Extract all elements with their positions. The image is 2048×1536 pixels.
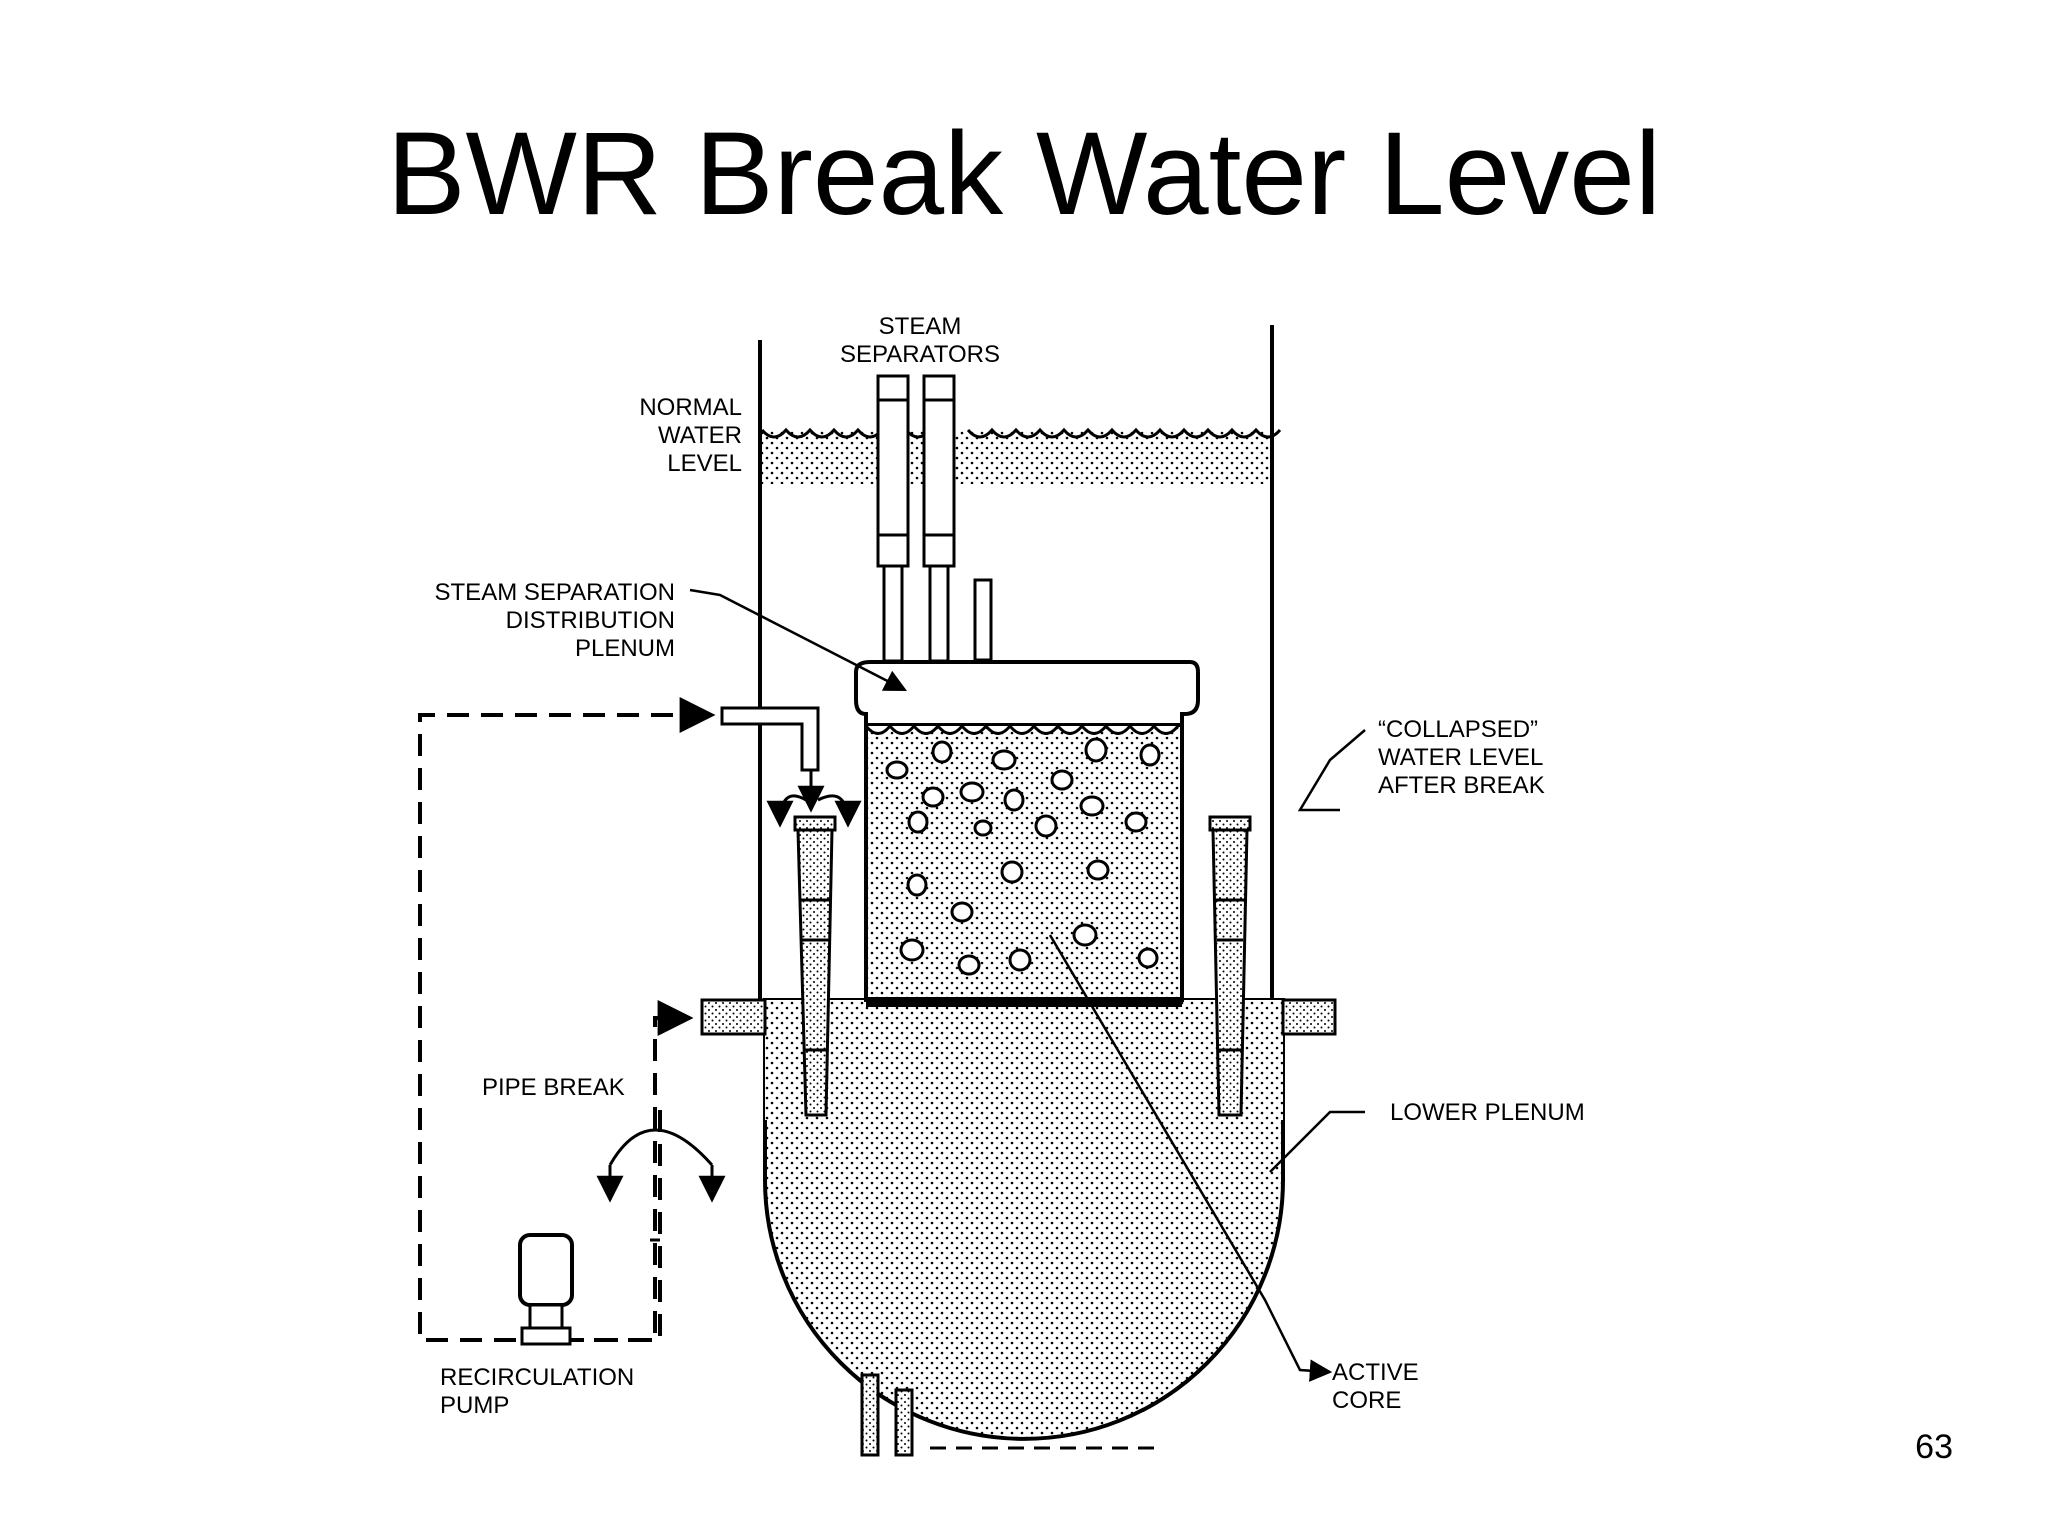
svg-text:WATER LEVEL: WATER LEVEL xyxy=(1378,744,1543,771)
svg-text:ACTIVE: ACTIVE xyxy=(1332,1359,1419,1386)
recirc-loop-dashed xyxy=(418,697,716,1342)
page-number: 63 xyxy=(1915,1428,1953,1466)
svg-text:LEVEL: LEVEL xyxy=(667,450,742,477)
steam-bubbles xyxy=(885,737,1161,976)
label-steam-separators: STEAM SEPARATORS xyxy=(840,313,1000,368)
svg-text:NORMAL: NORMAL xyxy=(639,394,742,421)
jet-pump-left xyxy=(793,815,837,1117)
svg-text:“COLLAPSED”: “COLLAPSED” xyxy=(1378,716,1538,743)
steam-separation-plenum xyxy=(854,660,1200,727)
steam-separators xyxy=(876,374,993,663)
svg-text:STEAM: STEAM xyxy=(879,313,962,340)
recirculation-pump xyxy=(518,1233,574,1346)
svg-text:PIPE BREAK: PIPE BREAK xyxy=(482,1074,625,1101)
recirc-outlet-dashed xyxy=(560,1000,694,1342)
svg-text:PLENUM: PLENUM xyxy=(575,635,675,662)
svg-text:PUMP: PUMP xyxy=(440,1392,509,1419)
label-active-core: ACTIVE CORE xyxy=(1332,1359,1419,1414)
svg-text:DISTRIBUTION: DISTRIBUTION xyxy=(506,607,675,634)
bottom-drain-nozzles xyxy=(860,1373,914,1457)
jet-pump-right xyxy=(1208,815,1252,1117)
core-plate xyxy=(866,997,1182,1007)
svg-text:CORE: CORE xyxy=(1332,1387,1401,1414)
svg-text:AFTER BREAK: AFTER BREAK xyxy=(1378,772,1545,799)
label-normal-water-level: NORMAL WATER LEVEL xyxy=(639,394,742,477)
inlet-flow-arrow-left xyxy=(766,794,807,828)
inlet-flow-arrow-right xyxy=(817,794,862,828)
label-lower-plenum: LOWER PLENUM xyxy=(1390,1099,1585,1126)
vessel-flange-right xyxy=(1281,998,1337,1036)
collapsed-level-waves xyxy=(864,723,1180,735)
svg-text:WATER: WATER xyxy=(658,422,742,449)
pipe-break-arc xyxy=(608,1128,714,1166)
vessel-flange-left xyxy=(700,998,767,1036)
label-pipe-break: PIPE BREAK xyxy=(482,1074,625,1101)
svg-text:LOWER PLENUM: LOWER PLENUM xyxy=(1390,1099,1585,1126)
label-steam-separation-plenum: STEAM SEPARATION DISTRIBUTION PLENUM xyxy=(435,579,675,662)
svg-text:RECIRCULATION: RECIRCULATION xyxy=(440,1364,634,1391)
leader-lines xyxy=(689,588,1366,1382)
recirc-inlet-nozzle xyxy=(720,706,820,772)
label-recirculation-pump: RECIRCULATION PUMP xyxy=(440,1364,634,1419)
normal-water-level-band xyxy=(762,430,1270,484)
svg-text:STEAM SEPARATION: STEAM SEPARATION xyxy=(435,579,675,606)
slide-title: BWR Break Water Level xyxy=(386,108,1662,240)
label-collapsed-water-level: “COLLAPSED” WATER LEVEL AFTER BREAK xyxy=(1378,716,1545,799)
svg-text:SEPARATORS: SEPARATORS xyxy=(840,341,1000,368)
